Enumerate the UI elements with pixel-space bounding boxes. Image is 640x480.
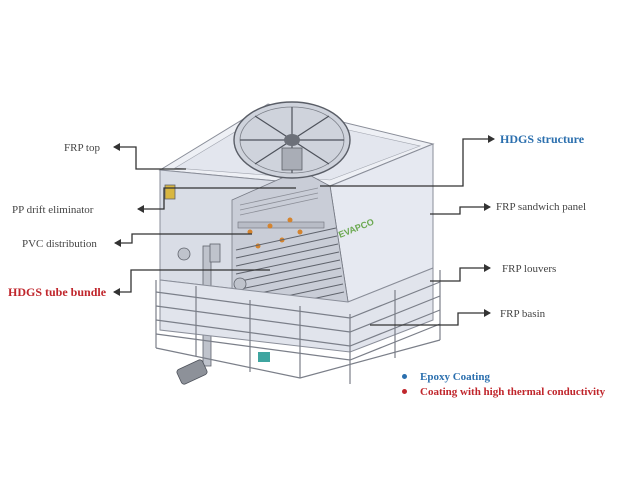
label-frp-louvers: FRP louvers xyxy=(502,263,557,275)
pump xyxy=(176,352,270,385)
label-hdgs-structure: HDGS structure xyxy=(500,132,585,146)
frp-basin xyxy=(159,267,434,353)
label-frp-top: FRP top xyxy=(64,142,100,154)
legend-thermal-text: Coating with high thermal conductivity xyxy=(420,386,606,398)
pvc-distribution-pipes xyxy=(237,217,325,249)
callout-lines xyxy=(113,135,495,326)
label-hdgs-tube-bundle: HDGS tube bundle xyxy=(8,285,107,299)
legend-epoxy-text: Epoxy Coating xyxy=(420,371,490,383)
legend-epoxy-coating: Epoxy Coating xyxy=(402,370,490,384)
legend-dot-icon xyxy=(402,373,407,379)
label-pp-drift-eliminator: PP drift eliminator xyxy=(12,204,94,216)
label-frp-basin: FRP basin xyxy=(500,308,546,320)
legend-thermal-coating: Coating with high thermal conductivity xyxy=(402,385,605,399)
label-frp-sandwich-panel: FRP sandwich panel xyxy=(496,201,587,213)
base-frame xyxy=(155,270,441,384)
legend-dot-icon xyxy=(402,388,407,394)
label-pvc-distribution: PVC distribution xyxy=(22,238,97,250)
drift-eliminator xyxy=(239,187,319,216)
fan-assembly xyxy=(233,101,351,179)
